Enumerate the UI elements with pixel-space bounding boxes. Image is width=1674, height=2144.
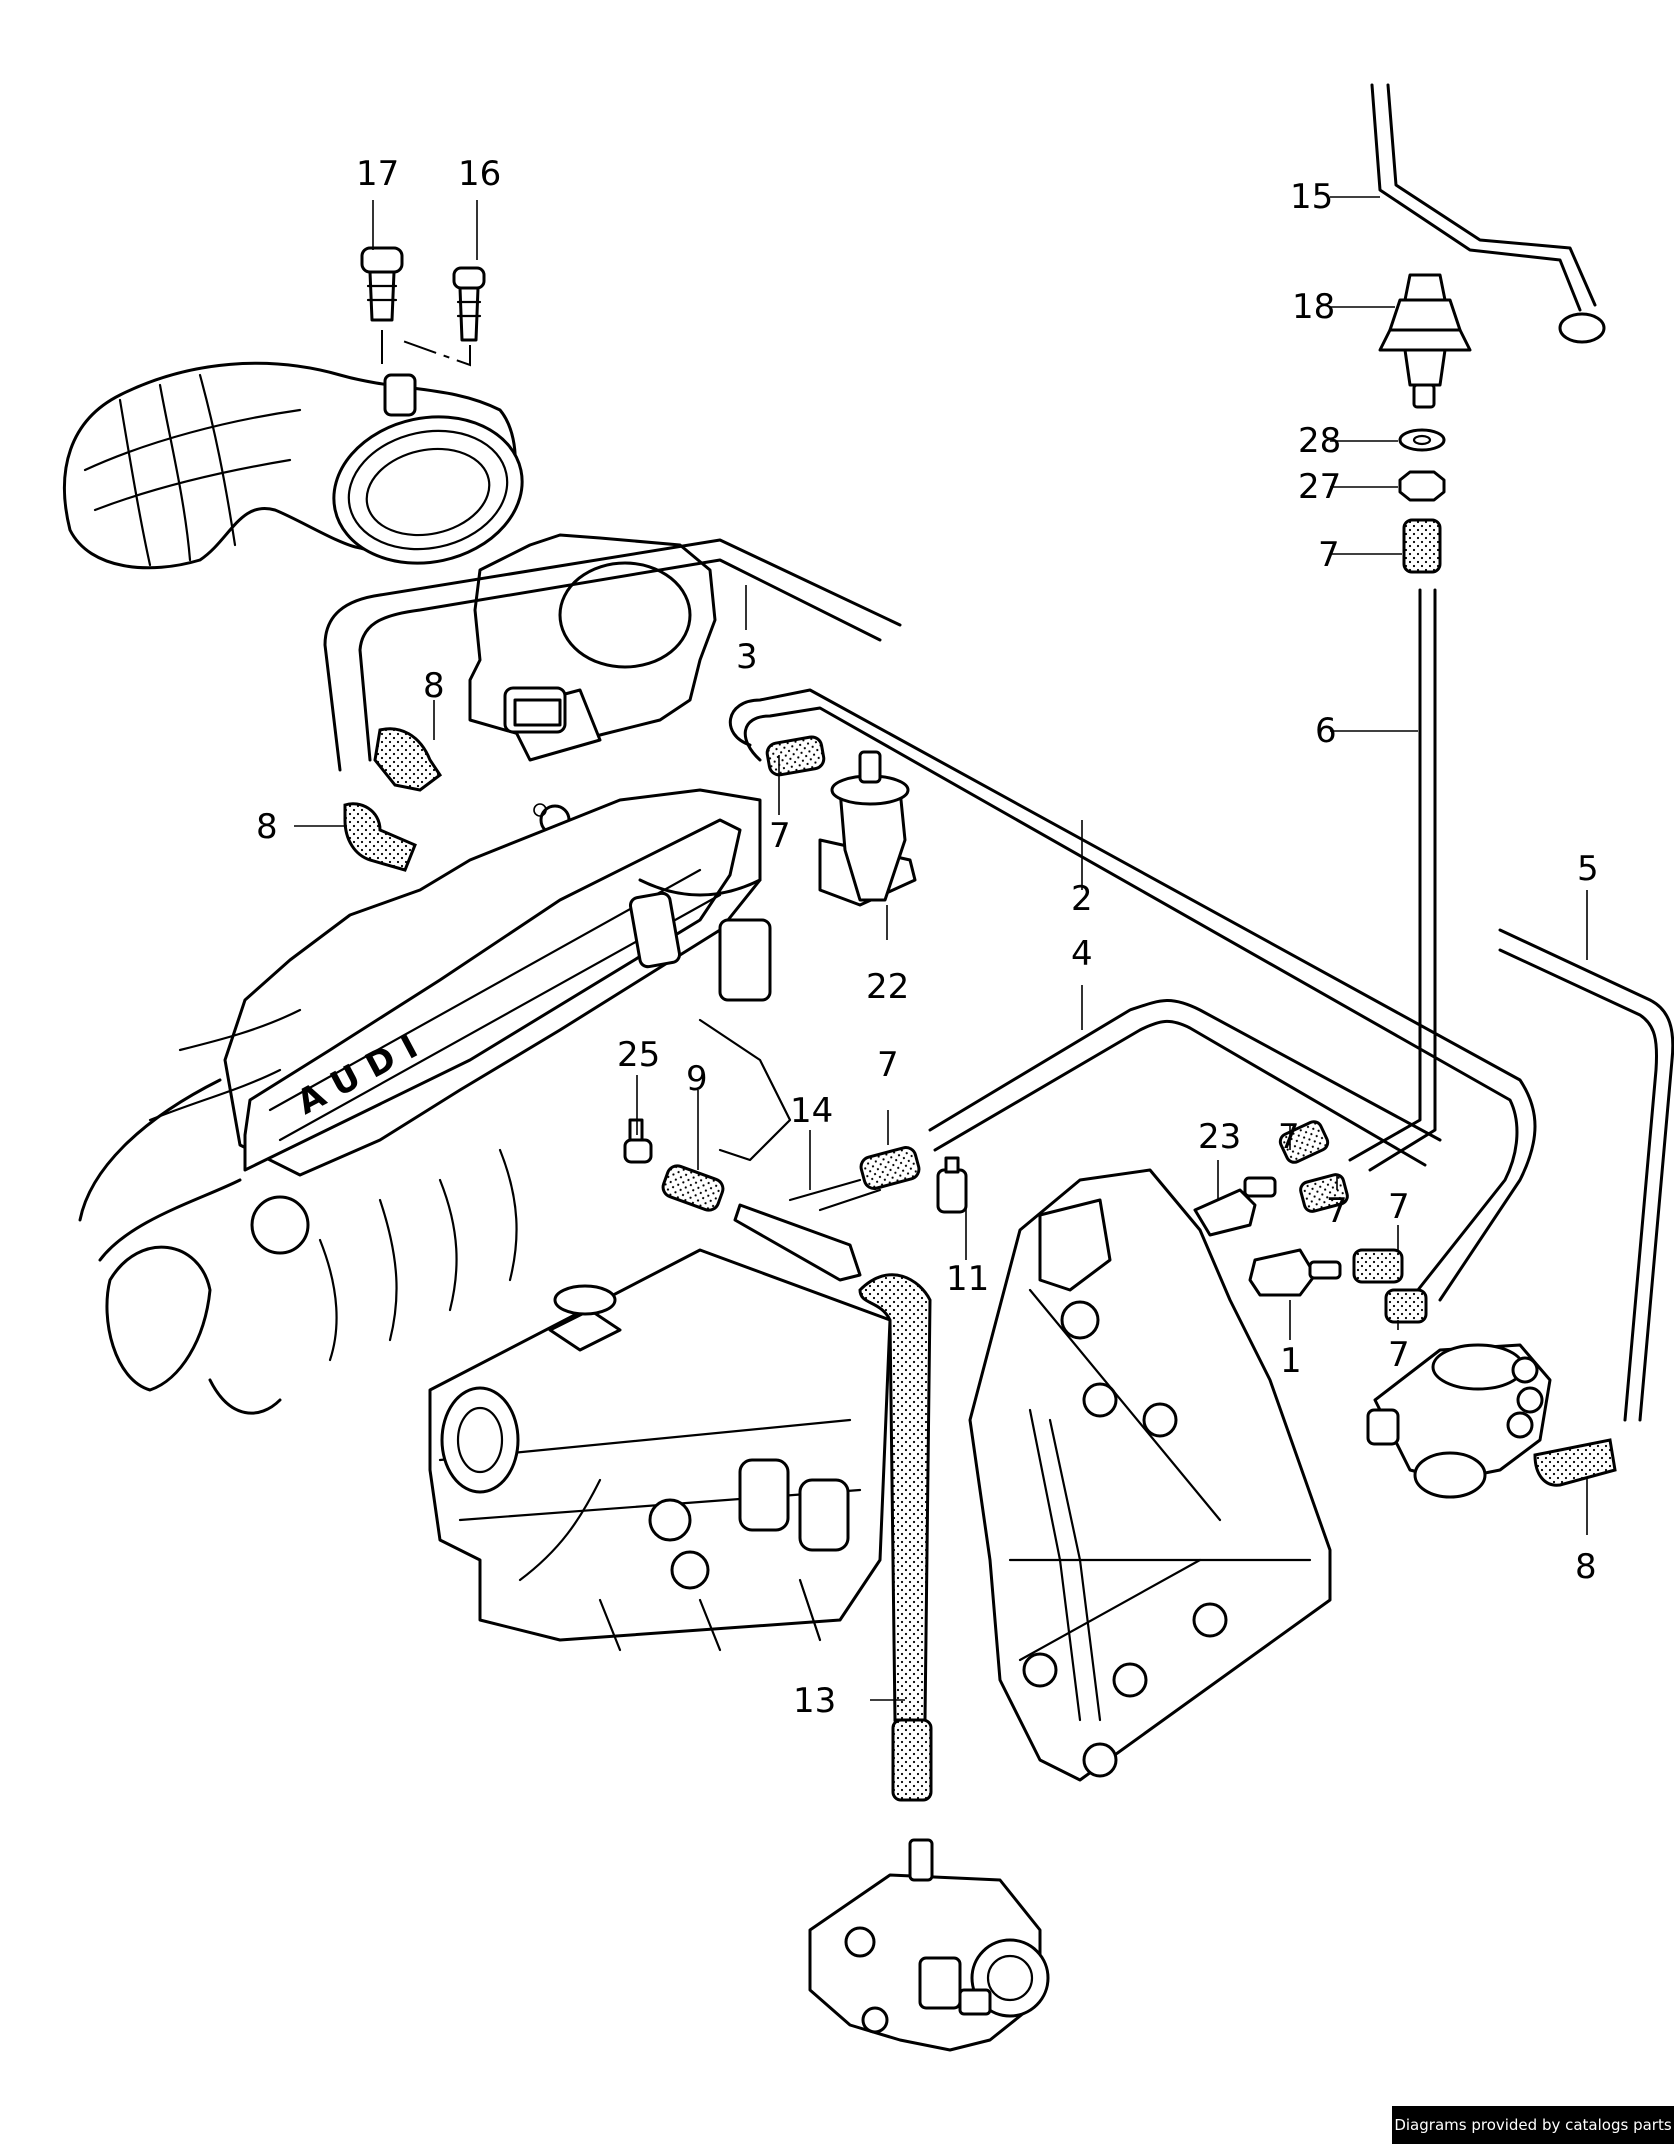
label-6: 6 [1315,711,1337,751]
hose-5 [1498,928,1674,1422]
vacuum-valve-18 [1378,273,1472,409]
label-7: 7 [1278,1117,1300,1157]
label-8: 8 [423,666,445,706]
label-2: 2 [1071,879,1093,919]
hose-6 [1348,588,1437,1172]
part-labels: 17 16 15 18 28 27 7 6 3 8 8 7 2 5 22 4 7… [256,154,1599,1721]
label-15: 15 [1290,177,1333,217]
label-8: 8 [256,807,278,847]
pressure-regulator-22 [818,750,917,907]
hose-3 [323,538,902,772]
label-7: 7 [1388,1335,1410,1375]
leader-lines [294,196,1588,1701]
label-4: 4 [1071,934,1093,974]
plug-17 [360,246,404,322]
label-1: 1 [1280,1341,1302,1381]
hose-piece-9 [661,1164,725,1212]
intake-manifold: A U D I [78,788,792,1415]
nut-27 [1398,470,1446,502]
air-intake-boot [63,361,524,570]
footer-credit: Diagrams provided by catalogs parts [1392,2106,1674,2144]
label-7: 7 [877,1045,899,1085]
hose-4 [928,999,1442,1167]
hose-piece-7g [1384,1288,1428,1324]
label-23: 23 [1198,1117,1241,1157]
label-7: 7 [1388,1187,1410,1227]
label-27: 27 [1298,467,1341,507]
hose-elbow-8b [343,802,417,872]
label-25: 25 [617,1035,660,1075]
connector-14 [733,1178,882,1282]
label-7: 7 [1326,1191,1348,1231]
hose-piece-7a [1402,518,1442,574]
hose-piece-7f [1352,1248,1404,1284]
label-16: 16 [458,154,501,194]
fitting-11 [936,1156,968,1214]
hose-elbow-8a [373,727,443,792]
label-9: 9 [686,1059,708,1099]
hose-2 [728,688,1537,1302]
engine-block [428,1248,892,1652]
hose-elbow-8c [1533,1438,1617,1487]
vacuum-unit [808,1838,1050,2052]
label-8: 8 [1575,1547,1597,1587]
washer-28 [1398,428,1446,452]
rod-15 [1370,83,1606,344]
switch-1 [1248,1248,1342,1297]
hose-piece-7b [765,735,826,777]
temp-sender-23 [1193,1176,1277,1237]
hose-piece-7c [859,1146,921,1190]
label-14: 14 [790,1091,833,1131]
hose-13 [858,1273,933,1802]
transmission-housing [968,1168,1332,1782]
label-11: 11 [946,1259,989,1299]
distributor [1366,1343,1552,1499]
hose-piece-7e [1299,1173,1349,1213]
label-7: 7 [769,816,791,856]
label-28: 28 [1298,421,1341,461]
label-18: 18 [1292,287,1335,327]
fitting-25 [623,1118,653,1164]
hose-piece-7d [1278,1120,1330,1164]
label-22: 22 [866,967,909,1007]
label-5: 5 [1577,849,1599,889]
label-13: 13 [793,1681,836,1721]
label-17: 17 [356,154,399,194]
plug-16 [452,266,486,342]
label-7: 7 [1318,535,1340,575]
label-3: 3 [736,637,758,677]
